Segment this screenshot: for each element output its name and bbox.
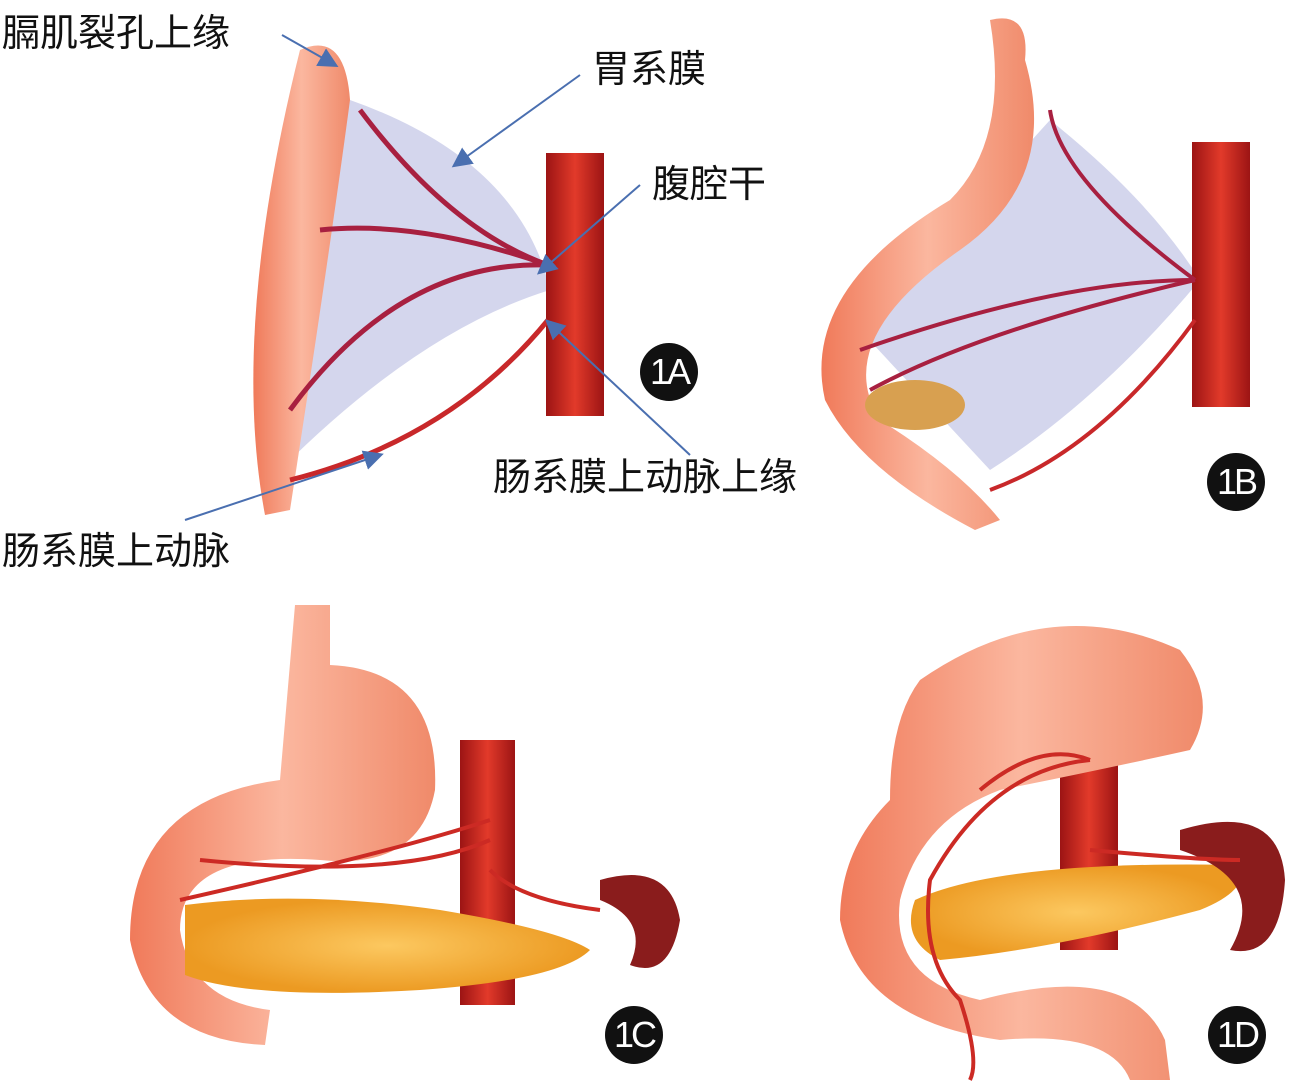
label-sma: 肠系膜上动脉 [2, 529, 231, 573]
mesogastrium [280, 100, 550, 470]
label-mesogastrium: 胃系膜 [592, 47, 707, 91]
panel-badge-1c: 1C [605, 1006, 663, 1064]
panel-badge-1a: 1A [640, 343, 698, 401]
label-hiatus: 膈肌裂孔上缘 [2, 11, 231, 55]
panel-1c [130, 605, 680, 1045]
vessels [287, 108, 550, 483]
label-celiac-trunk: 腹腔干 [652, 162, 767, 206]
aorta [546, 153, 604, 416]
panel-badge-1b: 1B [1207, 453, 1265, 511]
panel-1b [821, 18, 1250, 530]
panel-1d [840, 626, 1285, 1081]
arrows [184, 34, 691, 521]
label-sma-upper-edge: 肠系膜上动脉上缘 [493, 455, 798, 499]
panel-badge-1d: 1D [1208, 1006, 1266, 1064]
panel-1a [184, 34, 691, 521]
esophagus-stomach [253, 45, 350, 516]
